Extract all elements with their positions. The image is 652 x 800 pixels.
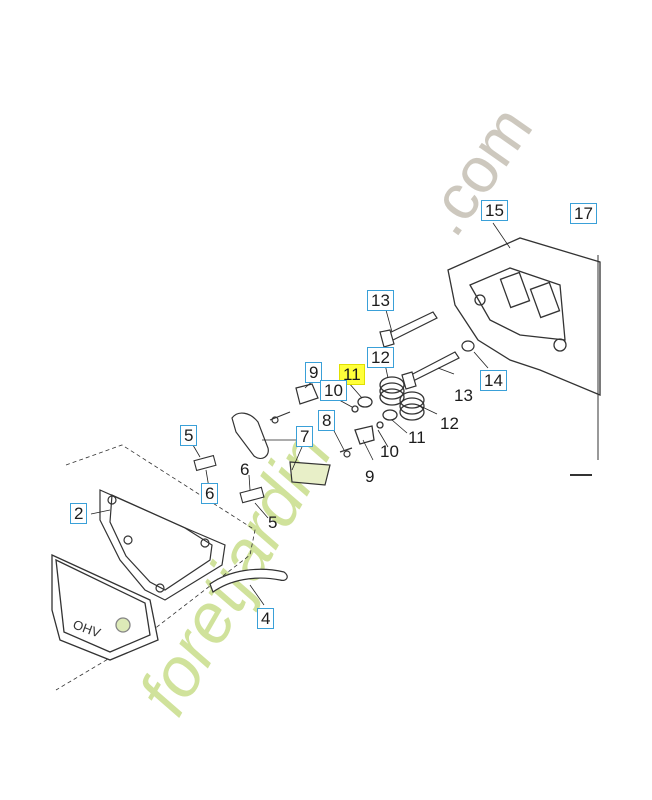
part-label-6-upper[interactable]: 6 [201,483,219,504]
part-label-10-lower[interactable]: 10 [380,442,399,461]
rocker-arms [231,383,353,486]
fittings [193,454,265,504]
washer [461,340,475,352]
part-label-13-lower[interactable]: 13 [454,386,473,405]
part-label-15[interactable]: 15 [481,200,508,221]
breather-tube [209,568,288,593]
part-label-8[interactable]: 8 [318,410,336,431]
part-label-6-lower[interactable]: 6 [240,460,250,479]
gasket [99,489,226,601]
part-label-13-upper[interactable]: 13 [367,290,394,311]
valve-springs [351,376,425,445]
part-label-2[interactable]: 2 [70,503,88,524]
cylinder-head [447,237,601,476]
part-label-10-upper[interactable]: 10 [320,380,347,401]
head-bolts [379,311,460,390]
part-label-7[interactable]: 7 [296,426,314,447]
part-label-5-lower[interactable]: 5 [268,513,278,532]
assembly-outline [55,444,256,691]
part-label-5-upper[interactable]: 5 [180,425,198,446]
part-label-14[interactable]: 14 [480,370,507,391]
part-label-17[interactable]: 17 [570,203,597,224]
valve-cover: OHV [51,553,159,661]
part-label-9-upper[interactable]: 9 [305,362,323,383]
part-label-12-lower[interactable]: 12 [440,414,459,433]
part-label-4[interactable]: 4 [257,608,275,629]
part-label-9-lower[interactable]: 9 [365,467,375,486]
part-label-12-upper[interactable]: 12 [367,347,394,368]
watermark-domain: .com [407,93,546,248]
part-label-11-lower[interactable]: 11 [408,428,426,447]
part-label-11-highlighted[interactable]: 11 [339,364,365,385]
